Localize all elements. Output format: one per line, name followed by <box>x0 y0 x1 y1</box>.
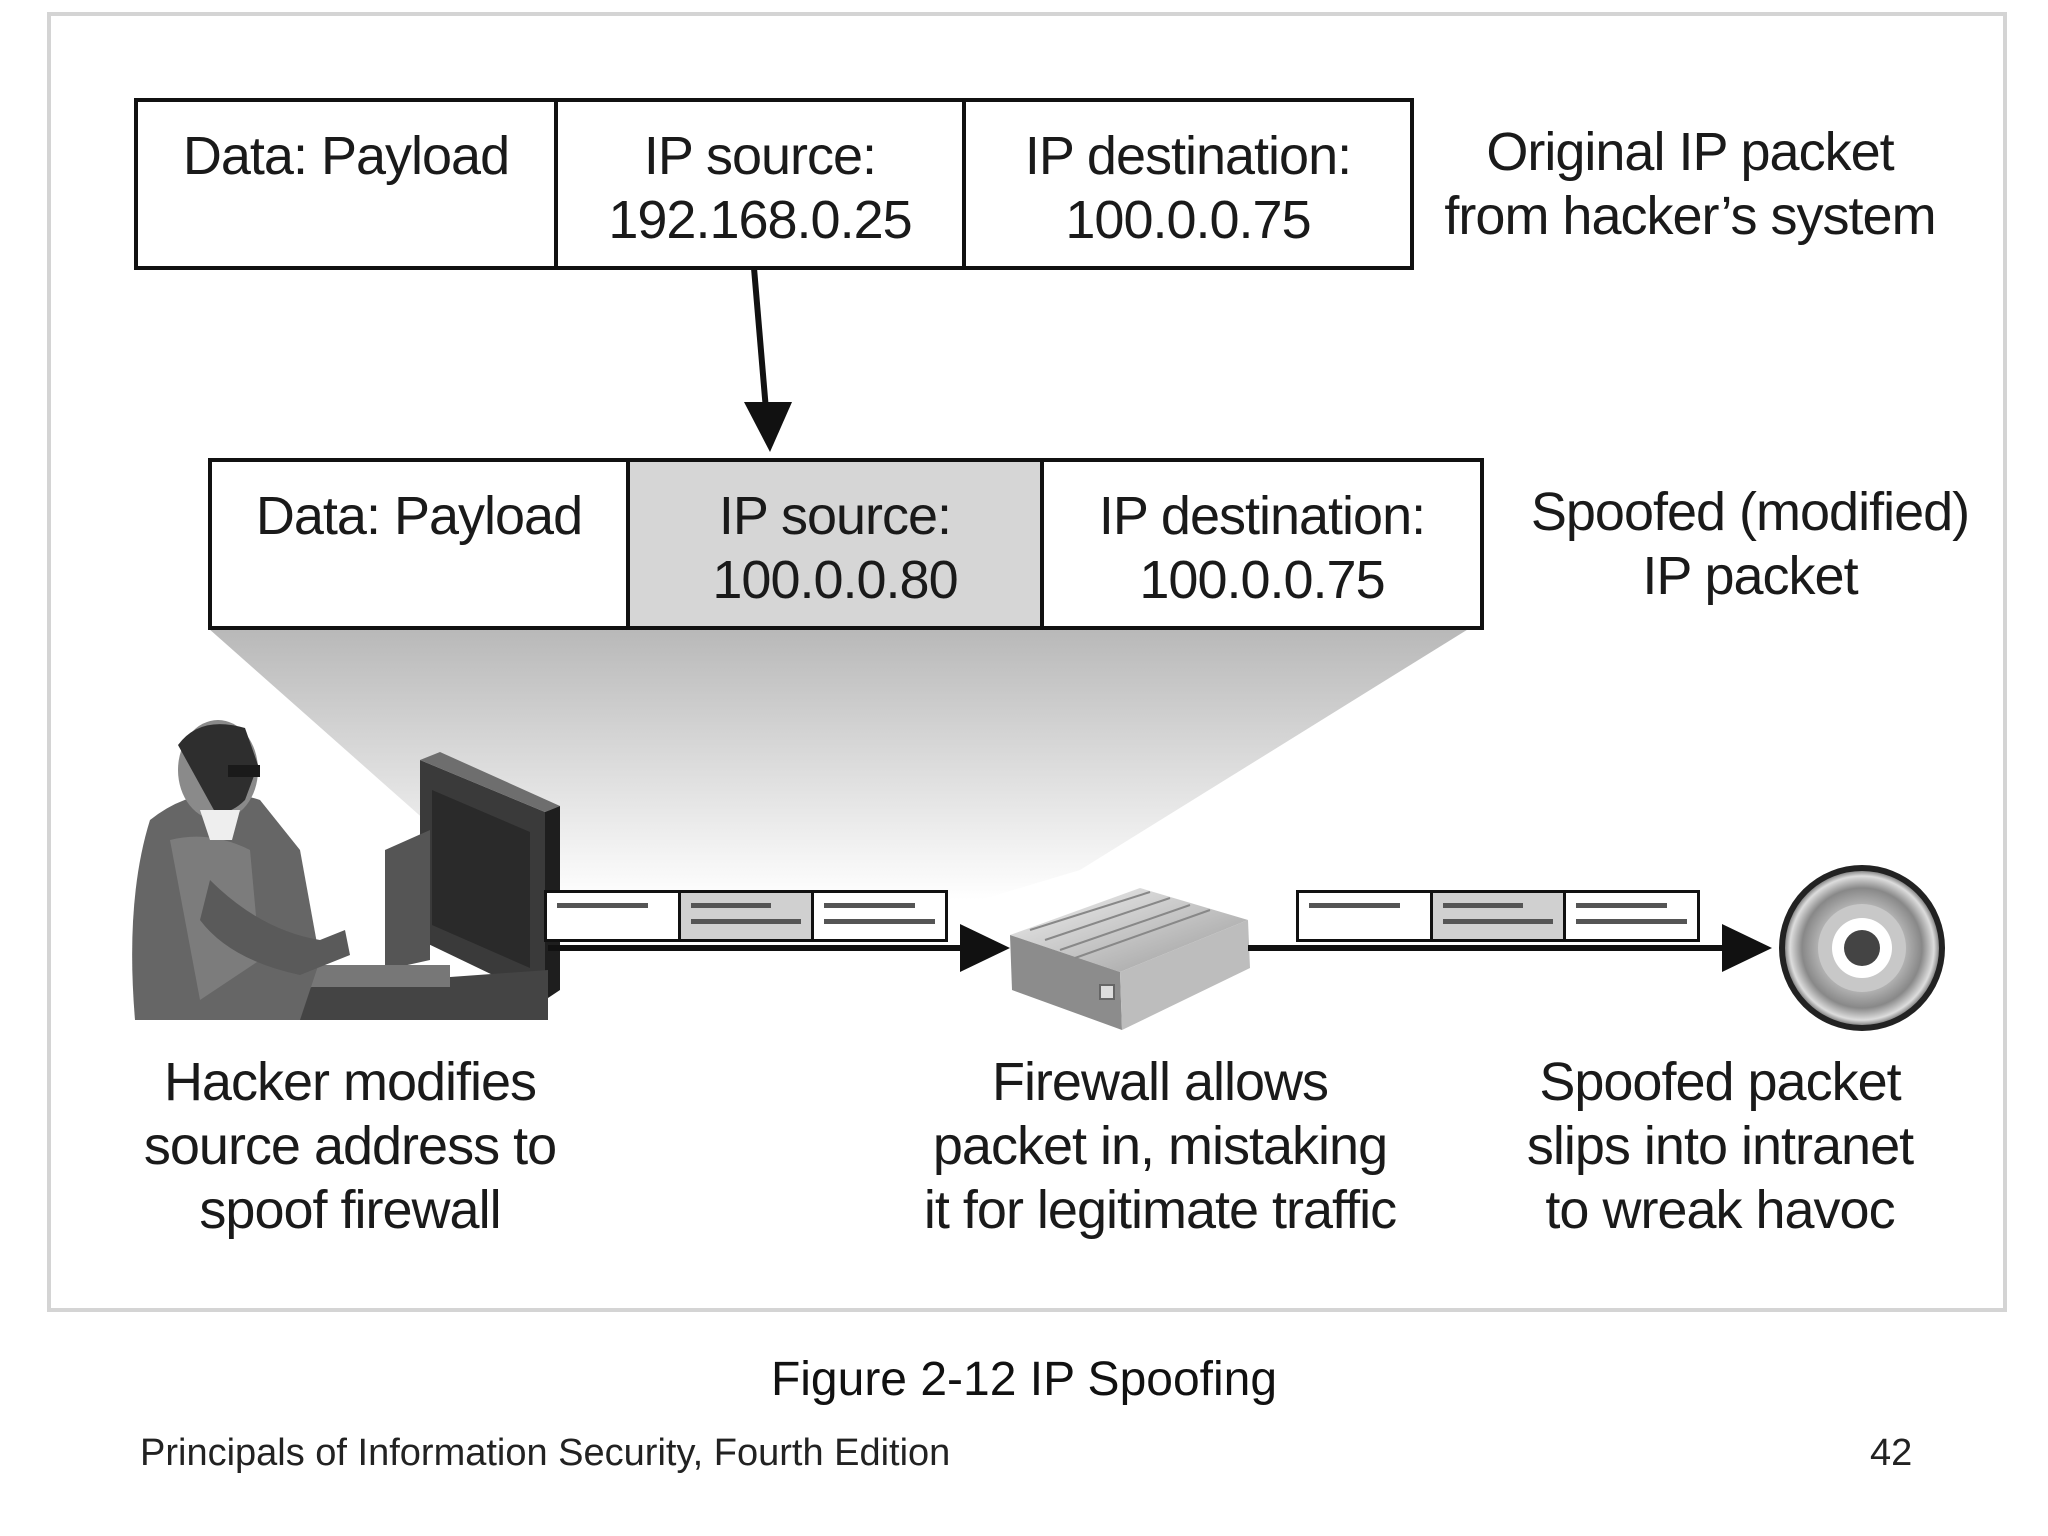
spoofed-destination-cell: IP destination: 100.0.0.75 <box>1044 462 1480 626</box>
mini-source-cell <box>680 893 815 939</box>
firewall-caption-line2: packet in, mistaking <box>932 1116 1388 1176</box>
target-caption-line1: Spoofed packet <box>1539 1052 1901 1112</box>
spoofed-caption-line2: IP packet <box>1642 546 1858 606</box>
spoofed-payload-label: Data: Payload <box>255 486 583 546</box>
page-number: 42 <box>1870 1432 1913 1474</box>
firewall-caption-line1: Firewall allows <box>991 1052 1329 1112</box>
original-destination-value: 100.0.0.75 <box>1065 190 1311 250</box>
target-bullseye-icon <box>1779 865 1945 1031</box>
hacker-caption: Hacker modifies source address to spoof … <box>130 1050 570 1242</box>
target-caption: Spoofed packet slips into intranet to wr… <box>1500 1050 1940 1242</box>
down-arrow-icon <box>744 267 792 452</box>
firewall-device-icon <box>1010 888 1250 1030</box>
footer-book-title: Principals of Information Security, Four… <box>140 1432 951 1474</box>
spoofed-packet-caption: Spoofed (modified) IP packet <box>1500 480 2000 608</box>
mini-destination-cell <box>1566 893 1697 939</box>
hacker-caption-line2: source address to <box>143 1116 557 1176</box>
spoofed-destination-value: 100.0.0.75 <box>1139 550 1385 610</box>
mini-packet-to-firewall <box>544 890 948 942</box>
mini-payload-cell <box>547 893 681 939</box>
firewall-caption-line3: it for legitimate traffic <box>923 1180 1397 1240</box>
spoofed-source-cell: IP source: 100.0.0.80 <box>630 462 1044 626</box>
spoofed-ip-packet: Data: Payload IP source: 100.0.0.80 IP d… <box>208 458 1484 630</box>
hacker-caption-line1: Hacker modifies <box>163 1052 537 1112</box>
firewall-caption: Firewall allows packet in, mistaking it … <box>880 1050 1440 1242</box>
hacker-at-computer-icon <box>132 720 560 1020</box>
mini-destination-cell <box>814 893 945 939</box>
original-payload-cell: Data: Payload <box>138 102 558 266</box>
original-source-label: IP source: <box>643 126 877 186</box>
original-ip-packet: Data: Payload IP source: 192.168.0.25 IP… <box>134 98 1414 270</box>
target-caption-line2: slips into intranet <box>1526 1116 1914 1176</box>
spoofed-source-value: 100.0.0.80 <box>712 550 958 610</box>
target-caption-line3: to wreak havoc <box>1545 1180 1895 1240</box>
original-source-cell: IP source: 192.168.0.25 <box>558 102 966 266</box>
figure-title: Figure 2-12 IP Spoofing <box>770 1353 1278 1406</box>
original-packet-caption: Original IP packet from hacker’s system <box>1440 120 1940 248</box>
original-payload-label: Data: Payload <box>182 126 510 186</box>
mini-payload-cell <box>1299 893 1433 939</box>
hacker-caption-line3: spoof firewall <box>199 1180 501 1240</box>
arrow-icon <box>1722 924 1772 972</box>
arrow-icon <box>960 924 1010 972</box>
original-source-value: 192.168.0.25 <box>608 190 912 250</box>
spoofed-payload-cell: Data: Payload <box>212 462 630 626</box>
original-destination-label: IP destination: <box>1024 126 1352 186</box>
spoofed-source-label: IP source: <box>718 486 952 546</box>
spoofed-destination-label: IP destination: <box>1098 486 1426 546</box>
mini-source-cell <box>1432 893 1567 939</box>
original-caption-line1: Original IP packet <box>1486 122 1894 182</box>
spoofed-caption-line1: Spoofed (modified) <box>1530 482 1970 542</box>
original-destination-cell: IP destination: 100.0.0.75 <box>966 102 1410 266</box>
original-caption-line2: from hacker’s system <box>1444 186 1936 246</box>
mini-packet-to-target <box>1296 890 1700 942</box>
